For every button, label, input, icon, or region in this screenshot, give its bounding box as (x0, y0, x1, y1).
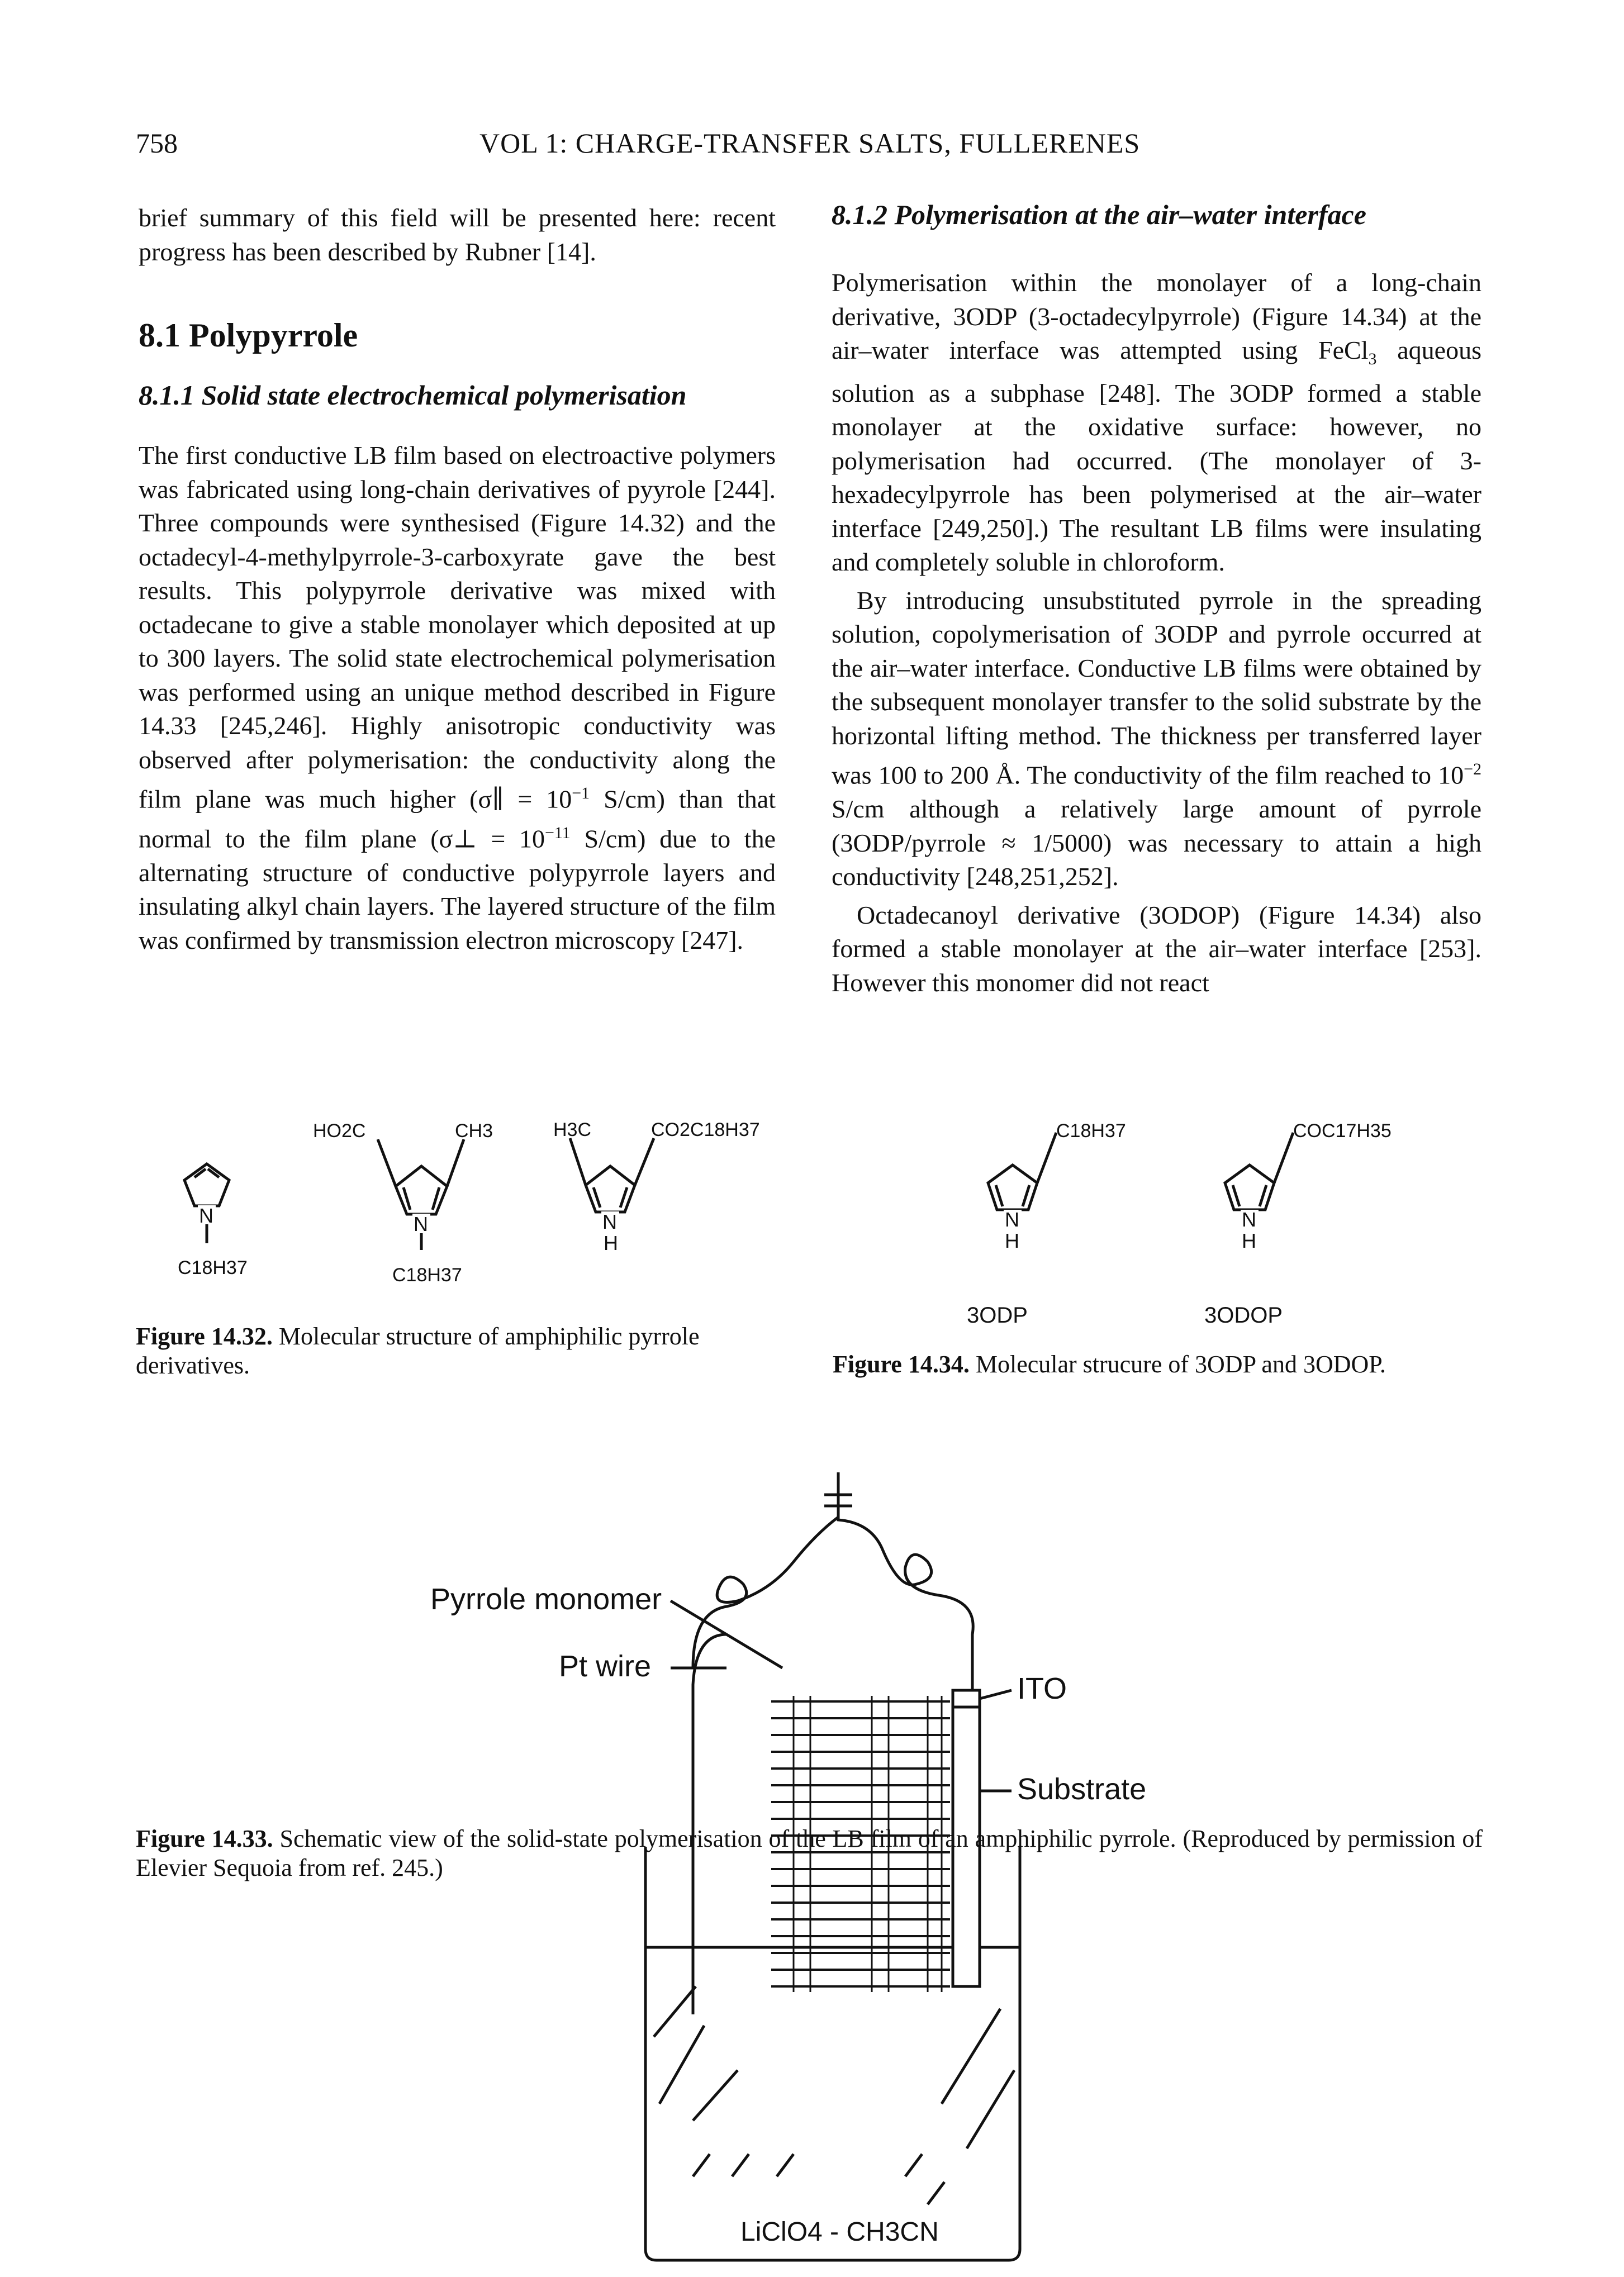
n-label-2: N (414, 1213, 428, 1235)
subsection-title-811: 8.1.1 Solid state electrochemical polyme… (139, 379, 687, 411)
headgroup-columns (792, 1696, 943, 1992)
right-column: 8.1.2 Polymerisation at the air–water in… (832, 199, 1481, 1000)
wire-coils (691, 1495, 840, 1668)
figure-14-34-structures: C18H37 COC17H35 N H N H 3ODP 3ODOP (967, 1120, 1392, 1328)
co2c18h37-label: CO2C18H37 (651, 1119, 760, 1140)
c18h37-label-1: C18H37 (178, 1257, 248, 1278)
pt-wire (691, 1633, 727, 2014)
3odop-h: H (1242, 1229, 1256, 1252)
3odop-name: 3ODOP (1204, 1303, 1283, 1328)
ito-label: ITO (1017, 1672, 1067, 1705)
electrolyte-label: LiClO4 - CH3CN (740, 2217, 939, 2247)
pt-wire-label: Pt wire (559, 1649, 651, 1683)
c18h37-substituent: C18H37 (1056, 1120, 1126, 1142)
ho2c-label: HO2C (313, 1120, 365, 1142)
paragraph-812-3: Octadecanoyl derivative (3ODOP) (Figure … (832, 900, 1481, 997)
h3c-label: H3C (553, 1119, 591, 1140)
coc17h35-substituent: COC17H35 (1293, 1120, 1392, 1142)
subsection-title-812: 8.1.2 Polymerisation at the air–water in… (832, 199, 1366, 230)
figure-14-33-caption: Figure 14.33. Schematic view of the soli… (136, 1825, 1483, 1881)
figure-14-32-structures: N C18H37 N C18H37 HO2C CH3 N H H3C CO2C1… (178, 1119, 760, 1286)
intro-paragraph: brief summary of this field will be pres… (139, 203, 776, 266)
ito-substrate-plate (951, 1689, 981, 1988)
paragraph-812-1: Polymerisation within the monolayer of a… (832, 268, 1481, 577)
pyrrole-monomer-label: Pyrrole monomer (430, 1582, 662, 1616)
substrate-label: Substrate (1017, 1772, 1146, 1806)
running-title: VOL 1: CHARGE-TRANSFER SALTS, FULLERENES (479, 127, 1141, 159)
nh-n-label: N (602, 1210, 617, 1233)
3odop-n: N (1242, 1208, 1256, 1231)
page-number: 758 (136, 127, 178, 159)
3odp-n: N (1005, 1208, 1019, 1231)
figure-14-34-caption: Figure 14.34. Molecular strucure of 3ODP… (833, 1351, 1386, 1378)
paragraph-811: The first conductive LB film based on el… (139, 441, 776, 954)
lb-film-layers (771, 1700, 950, 1988)
sigma-parallel: σ∥ = 10 (478, 785, 572, 814)
pyrrole-ring-1 (182, 1162, 231, 1208)
left-column: brief summary of this field will be pres… (139, 201, 776, 957)
3odp-h: H (1005, 1229, 1019, 1252)
nh-h-label: H (604, 1232, 618, 1254)
section-title: 8.1 Polypyrrole (139, 317, 358, 354)
paragraph-812-2: By introducing unsubstituted pyrrole in … (832, 586, 1481, 891)
figure-14-32-caption: Figure 14.32. Molecular structure of amp… (136, 1323, 700, 1379)
sigma-perp: σ⊥ = 10 (439, 824, 545, 853)
3odp-name: 3ODP (967, 1303, 1028, 1328)
c18h37-label-2: C18H37 (392, 1265, 462, 1286)
ch3-label: CH3 (455, 1120, 493, 1142)
n-label-1: N (199, 1204, 213, 1227)
